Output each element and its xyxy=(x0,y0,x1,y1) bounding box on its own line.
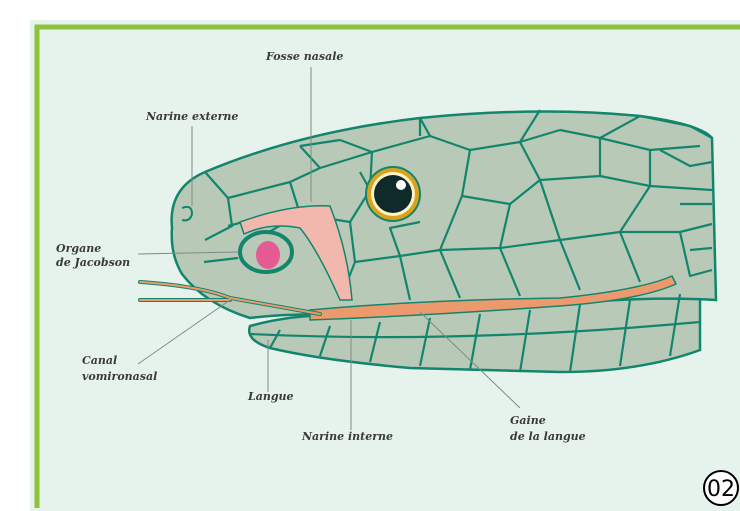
jacobson-organ xyxy=(240,232,292,272)
label-fosse-nasale: Fosse nasale xyxy=(265,50,343,63)
label-gaine: Gaine xyxy=(510,414,546,427)
label-narine-externe: Narine externe xyxy=(145,110,238,123)
label-de-jacobson: de Jacobson xyxy=(56,256,130,269)
label-vomironasal: vomironasal xyxy=(82,370,157,383)
label-canal: Canal xyxy=(82,354,117,367)
badge-number: 02 xyxy=(707,477,735,502)
label-narine-interne: Narine interne xyxy=(301,430,393,443)
label-organe: Organe xyxy=(56,242,101,255)
page-badge: 02 xyxy=(704,471,738,505)
label-de-la-langue: de la langue xyxy=(510,430,586,443)
eye xyxy=(366,167,420,221)
label-langue: Langue xyxy=(247,390,294,403)
